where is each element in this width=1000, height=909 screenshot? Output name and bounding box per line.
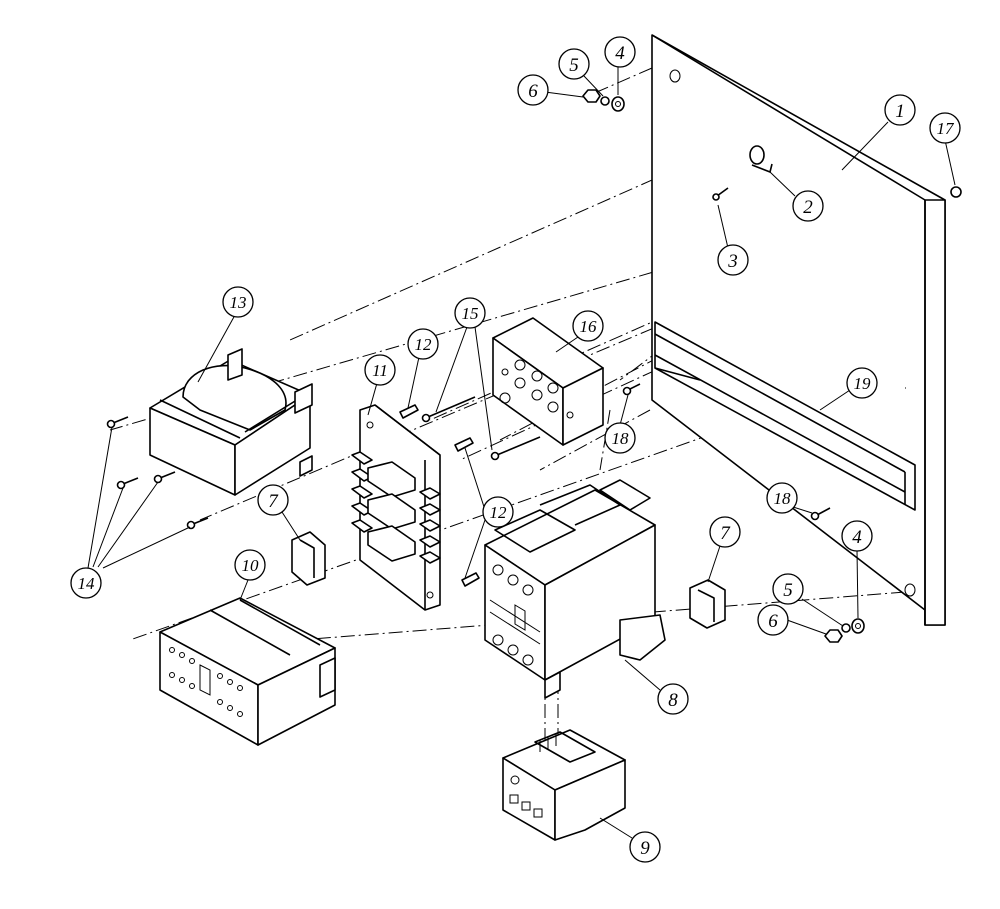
callout-label: 9 — [640, 838, 650, 859]
callout-label: 6 — [768, 611, 778, 632]
din-rail — [654, 321, 916, 511]
callout-label: 5 — [783, 580, 793, 601]
hardware-stack-top — [582, 89, 625, 112]
mounting-clip-left — [291, 531, 326, 586]
callout-1: 1 — [884, 94, 916, 126]
callout-label: 14 — [78, 574, 96, 593]
callout-12-top: 12 — [407, 328, 439, 360]
callout-8: 8 — [657, 683, 689, 715]
screw-18-lower — [810, 507, 831, 521]
callout-label: 18 — [774, 489, 792, 508]
long-screws — [421, 396, 541, 461]
callout-3: 3 — [717, 244, 749, 276]
callout-19: 19 — [846, 367, 878, 399]
callout-4-bottom: 4 — [841, 520, 873, 552]
callout-label: 1 — [895, 101, 905, 122]
callout-14: 14 — [70, 567, 102, 599]
callout-7-left: 7 — [257, 484, 289, 516]
hardware-stack-bottom — [824, 618, 865, 643]
callout-10: 10 — [234, 549, 266, 581]
callout-7-right: 7 — [709, 516, 741, 548]
callout-label: 12 — [490, 503, 508, 522]
callout-label: 6 — [528, 81, 538, 102]
mounting-clip-right — [689, 579, 726, 629]
callout-12-bottom: 12 — [482, 496, 514, 528]
small-screws — [106, 416, 209, 530]
callout-18-lower: 18 — [766, 482, 798, 514]
callout-2: 2 — [792, 190, 824, 222]
screw-3 — [712, 187, 729, 201]
callout-18-upper: 18 — [604, 422, 636, 454]
callout-label: 19 — [854, 374, 872, 393]
relay-module — [159, 597, 336, 746]
callout-label: 4 — [615, 43, 625, 64]
nut-17 — [950, 186, 962, 198]
callout-15: 15 — [454, 297, 486, 329]
cable-clamp — [749, 145, 773, 173]
transformer — [149, 348, 313, 496]
callout-label: 17 — [937, 119, 956, 138]
callout-label: 7 — [720, 523, 731, 544]
callout-label: 15 — [462, 304, 479, 323]
callout-16: 16 — [572, 310, 604, 342]
overload-relay — [502, 729, 626, 841]
callout-6-bottom: 6 — [757, 604, 789, 636]
callout-4-top: 4 — [604, 36, 636, 68]
callout-label: 7 — [268, 491, 279, 512]
callout-label: 16 — [580, 317, 598, 336]
callout-label: 13 — [230, 293, 247, 312]
callout-13: 13 — [222, 286, 254, 318]
screw-18-upper — [622, 383, 641, 396]
callout-label: 11 — [372, 361, 388, 380]
terminal-block — [492, 317, 604, 446]
relay-board — [351, 404, 441, 611]
callout-label: 3 — [727, 251, 738, 272]
callout-11: 11 — [364, 354, 396, 386]
callout-label: 12 — [415, 335, 433, 354]
callout-label: 4 — [852, 527, 862, 548]
callout-label: 18 — [612, 429, 630, 448]
callout-leaders — [87, 67, 956, 839]
callout-6-top: 6 — [517, 74, 549, 106]
callout-5-bottom: 5 — [772, 573, 804, 605]
callout-label: 8 — [668, 690, 678, 711]
callout-label: 2 — [803, 197, 813, 218]
standoffs — [399, 404, 480, 587]
callout-label: 10 — [242, 556, 260, 575]
callout-9: 9 — [629, 831, 661, 863]
callout-17: 17 — [929, 112, 961, 144]
callout-5-top: 5 — [558, 48, 590, 80]
callout-label: 5 — [569, 55, 579, 76]
contactor — [484, 479, 666, 699]
